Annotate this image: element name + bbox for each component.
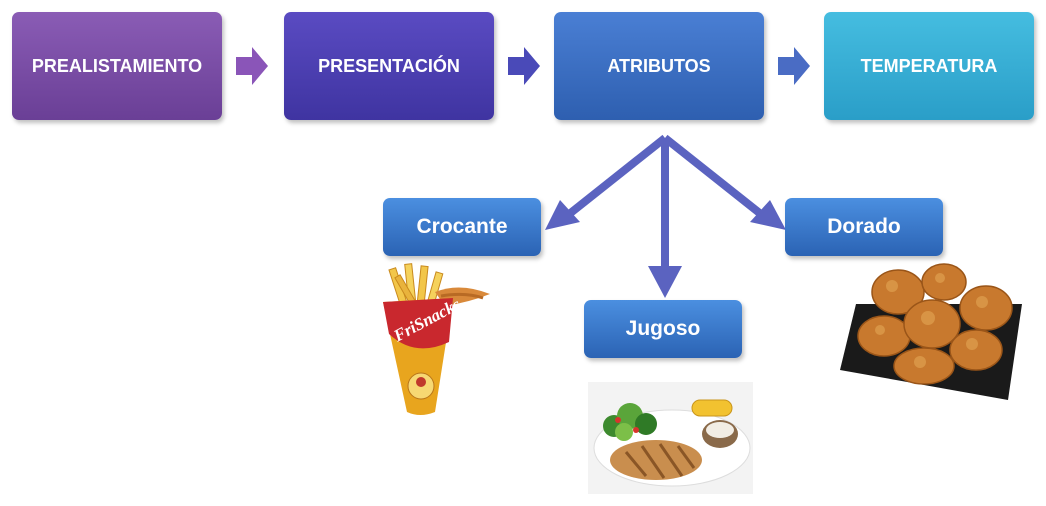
flow-arrow-1: [236, 47, 268, 85]
flow-arrow-3: [778, 47, 810, 85]
step-label: PRESENTACIÓN: [318, 55, 460, 76]
grilled-plate-icon: [588, 382, 753, 494]
attribute-dorado: Dorado: [785, 198, 943, 256]
flow-arrow-2: [508, 47, 540, 85]
step-presentacion: PRESENTACIÓN: [284, 12, 494, 120]
attribute-jugoso: Jugoso: [584, 300, 742, 358]
attribute-label: Jugoso: [625, 317, 701, 340]
step-temperatura: TEMPERATURA: [824, 12, 1034, 120]
step-atributos: ATRIBUTOS: [554, 12, 764, 120]
branch-head-jugoso: [648, 266, 682, 298]
branch-head-dorado: [750, 200, 786, 230]
branch-arrows: [545, 134, 786, 298]
attribute-label: Dorado: [827, 215, 901, 238]
fried-chicken-icon: [840, 263, 1022, 400]
fries-cone-icon: FriSnacks: [383, 263, 490, 415]
step-prealistamiento: PREALISTAMIENTO: [12, 12, 222, 120]
attribute-crocante: Crocante: [383, 198, 541, 256]
step-label: TEMPERATURA: [860, 55, 998, 76]
branch-line-crocante: [565, 134, 668, 219]
attribute-label: Crocante: [416, 215, 508, 238]
step-label: ATRIBUTOS: [607, 55, 711, 76]
branch-line-dorado: [662, 134, 765, 219]
branch-head-crocante: [545, 200, 580, 230]
step-label: PREALISTAMIENTO: [31, 55, 203, 76]
